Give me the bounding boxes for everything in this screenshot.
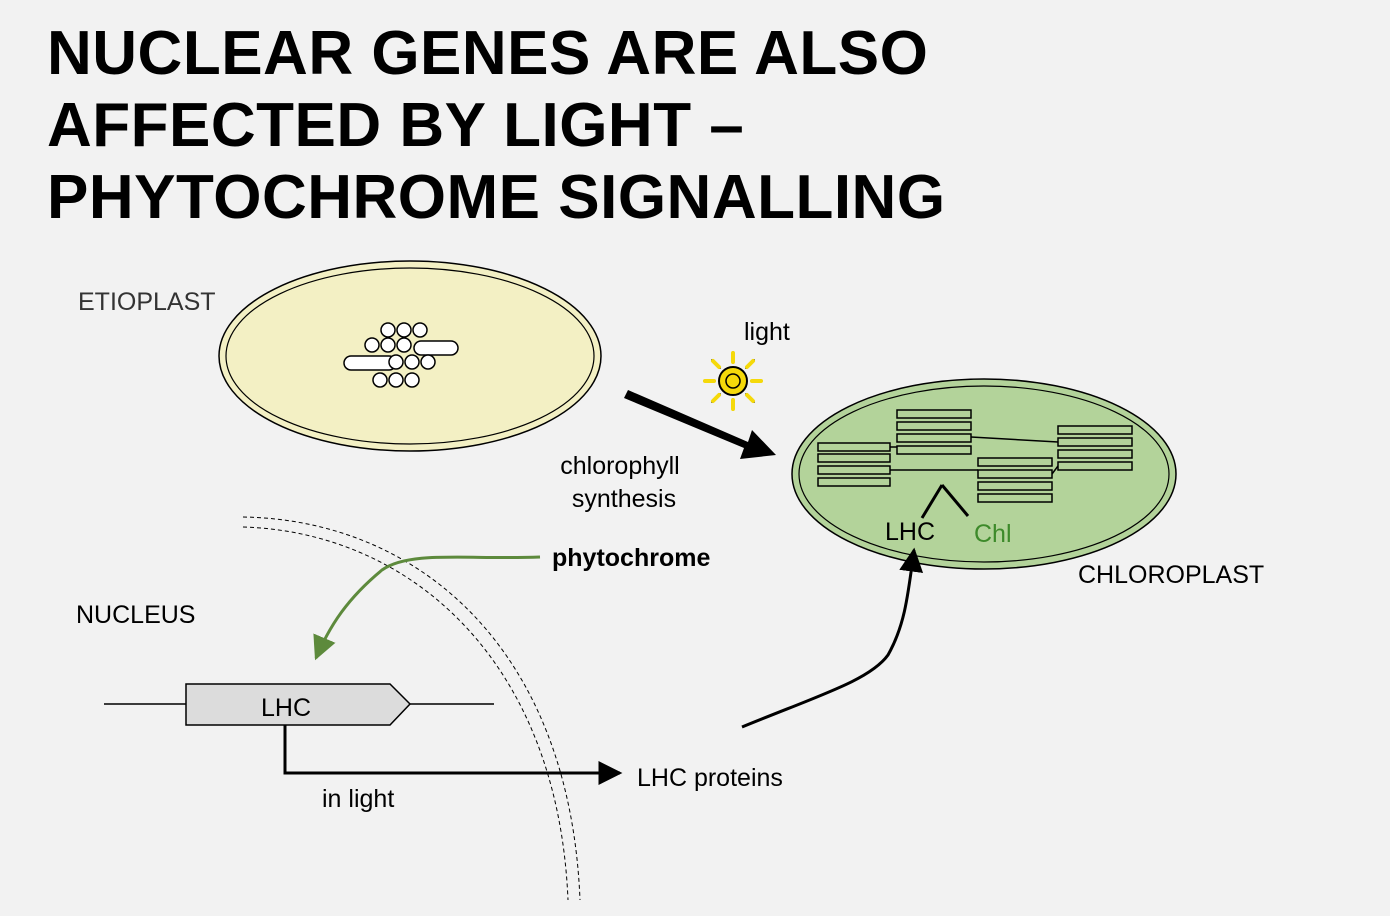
in-light-label: in light [322,785,394,813]
phytochrome-label: phytochrome [552,544,710,572]
page-title: NUCLEAR GENES ARE ALSO AFFECTED BY LIGHT… [47,18,946,234]
title-line-2: AFFECTED BY LIGHT – [47,91,745,160]
lhc-chl-complex-lines [920,484,970,519]
expression-arrow [283,725,623,785]
nucleus-label: NUCLEUS [76,601,195,629]
protein-import-arrow [741,547,924,729]
light-label: light [744,318,790,346]
etioplast [218,260,602,452]
chloroplast-label: CHLOROPLAST [1078,561,1264,589]
title-line-1: NUCLEAR GENES ARE ALSO [47,19,929,88]
etioplast-inner-membrane [225,267,595,445]
chloroplast-inner-membrane [798,385,1170,563]
nuclear-envelope [242,516,581,901]
prolamellar-body [343,322,459,388]
conversion-arrow [624,390,776,459]
lhc-gene-label: LHC [261,694,311,722]
chlorophyll-synthesis-label-2: synthesis [572,485,676,513]
phytochrome-signal-arrow [313,555,541,661]
etioplast-label: ETIOPLAST [78,288,216,316]
lhc-proteins-label: LHC proteins [637,764,783,792]
lhc-gene-box [185,683,412,726]
chl-label: Chl [974,520,1012,548]
sun-icon [703,351,763,411]
chloroplast [791,378,1177,570]
chloroplast-lhc-label: LHC [885,518,935,546]
chlorophyll-synthesis-label-1: chlorophyll [560,452,680,480]
lhc-gene [104,683,494,726]
thylakoid-stacks [817,409,1133,503]
title-line-3: PHYTOCHROME SIGNALLING [47,163,946,232]
